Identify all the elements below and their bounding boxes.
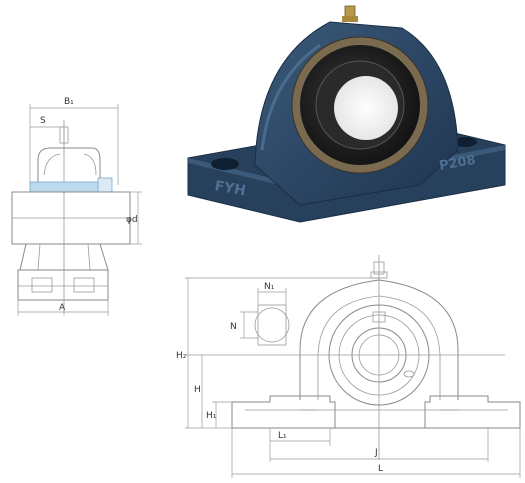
label-n1: N₁: [264, 282, 275, 292]
cast-text-left: FYH: [213, 178, 247, 199]
product-photo: FYH P208: [187, 5, 506, 223]
label-a: A: [59, 303, 66, 313]
label-s: S: [40, 116, 46, 126]
label-l1: L₁: [278, 431, 287, 441]
side-view-drawing: B₁ S φd A: [11, 97, 142, 316]
label-h: H: [194, 385, 201, 395]
label-h2: H₂: [176, 351, 187, 361]
label-j: J: [374, 448, 378, 458]
cast-text-right: P208: [438, 153, 477, 174]
label-h1: H₁: [206, 411, 217, 421]
label-b1: B₁: [64, 97, 74, 107]
front-view-drawing: N₁ N H₂ H H₁ L₁ J L: [176, 255, 521, 478]
label-phi-d: φd: [126, 215, 138, 225]
label-l: L: [378, 464, 383, 474]
label-n: N: [230, 322, 237, 332]
